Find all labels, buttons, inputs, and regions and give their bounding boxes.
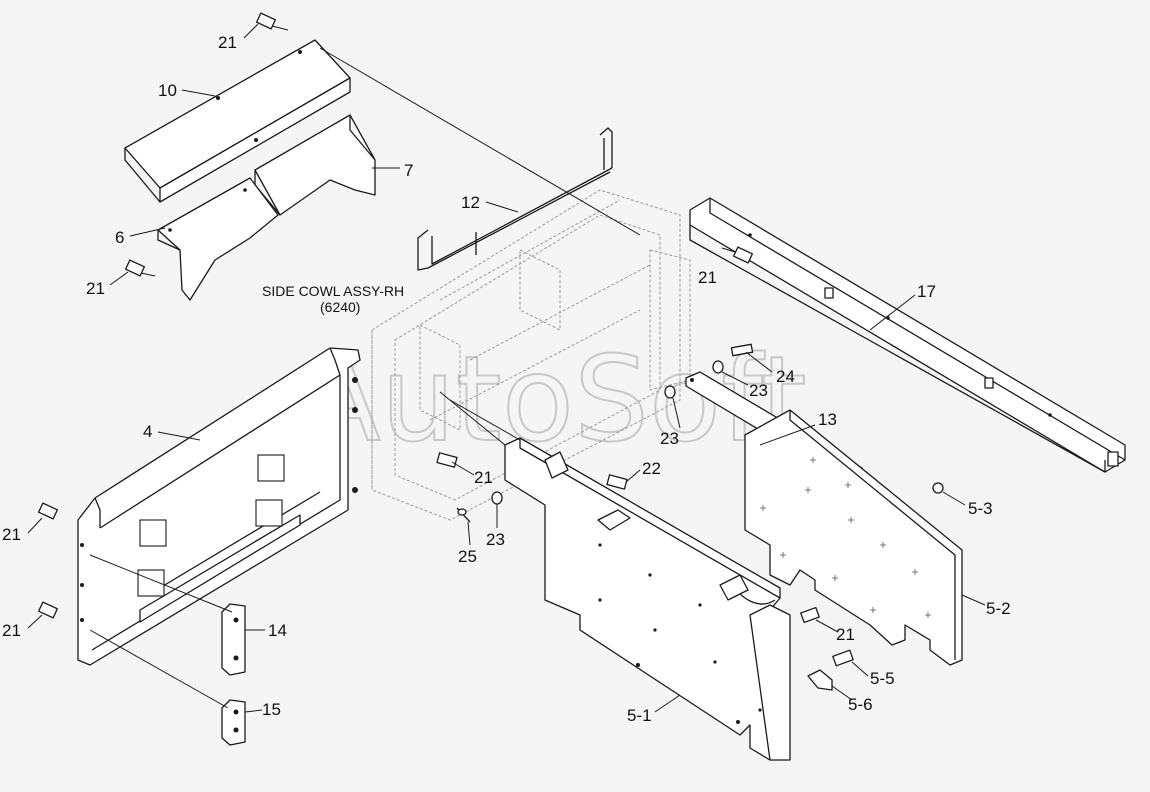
part-4-front-cover [77, 347, 361, 666]
part-15-bracket [221, 699, 246, 746]
washer-23-a [712, 360, 724, 374]
callout-leaders [27, 23, 986, 713]
part-10-upper-bracket [124, 39, 351, 203]
callout-21-center: 21 [474, 468, 493, 487]
callout-4: 4 [143, 422, 152, 441]
callout-23-upper: 23 [749, 381, 768, 400]
callout-21-front-upper: 21 [2, 525, 21, 544]
callout-5-5: 5-5 [870, 669, 895, 688]
callout-23-middle: 23 [660, 429, 679, 448]
callout-21-top: 21 [218, 33, 237, 52]
bolt-21-top [255, 12, 289, 31]
part-5-2-insulation-panel [744, 409, 963, 666]
bolt-21-center [436, 452, 458, 468]
bolt-21-front-lower [37, 601, 59, 619]
part-17-long-rail [689, 197, 1126, 473]
bolt-21-panel [800, 606, 820, 624]
bolt-21-front-upper [37, 502, 59, 520]
callout-7: 7 [404, 161, 413, 180]
callout-10: 10 [158, 81, 177, 100]
bolt-5-5 [832, 649, 854, 667]
pin-25 [456, 507, 471, 523]
bolt-21-left [124, 259, 156, 277]
callout-22: 22 [642, 459, 661, 478]
callout-14: 14 [268, 621, 287, 640]
part-7-wing-bracket [254, 114, 376, 216]
bolt-22 [606, 474, 628, 490]
ghost-cowl-frame [371, 189, 691, 521]
part-14-bracket [221, 603, 246, 676]
part-5-6-clip [807, 669, 833, 691]
rivet-5-3 [932, 482, 944, 494]
callout-21-rail: 21 [698, 268, 717, 287]
part-5-1-side-panel [504, 437, 791, 761]
callout-24: 24 [776, 367, 795, 386]
callout-5-2: 5-2 [986, 599, 1011, 618]
callout-21-front-lower: 21 [2, 621, 21, 640]
bolt-21-rail [721, 246, 754, 264]
callout-25: 25 [458, 547, 477, 566]
washer-23-b [664, 385, 676, 399]
part-6-wing-bracket [157, 177, 279, 301]
assembly-code: (6240) [320, 299, 360, 315]
assembly-title: SIDE COWL ASSY-RH [262, 283, 404, 299]
callout-5-6: 5-6 [848, 695, 873, 714]
callout-12: 12 [461, 193, 480, 212]
callout-6: 6 [115, 228, 124, 247]
callout-13: 13 [818, 410, 837, 429]
callout-5-3: 5-3 [968, 499, 993, 518]
assembly-lines [89, 47, 641, 709]
callout-15: 15 [262, 700, 281, 719]
callout-21-left: 21 [86, 279, 105, 298]
callout-23-lower: 23 [486, 530, 505, 549]
part-12-rod [417, 127, 613, 271]
callout-5-1: 5-1 [627, 706, 652, 725]
washer-23-c [491, 491, 503, 505]
callout-21-panel: 21 [836, 625, 855, 644]
callout-17: 17 [917, 282, 936, 301]
